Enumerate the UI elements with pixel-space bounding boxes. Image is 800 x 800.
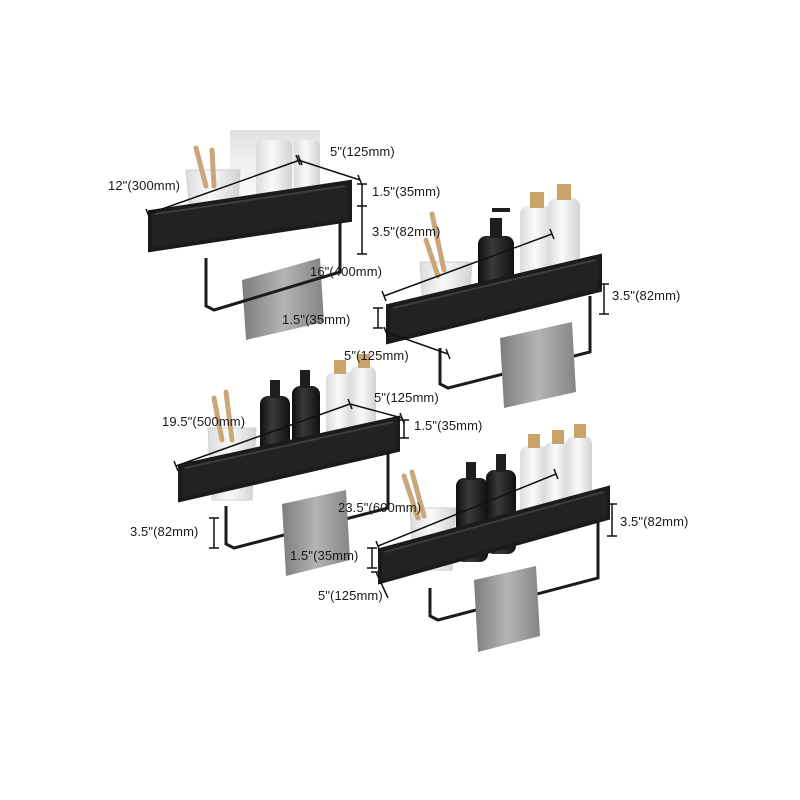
- bar-drop-label: 3.5"(82mm): [130, 524, 199, 539]
- depth-label: 5"(125mm): [344, 348, 409, 363]
- shelf-12in: [148, 130, 352, 340]
- length-label: 23.5"(600mm): [338, 500, 422, 515]
- lip-height-label: 1.5"(35mm): [290, 548, 359, 563]
- bar-drop-label: 3.5"(82mm): [372, 224, 441, 239]
- lip-height-label: 1.5"(35mm): [372, 184, 441, 199]
- shelf-16in: [386, 184, 602, 408]
- towel: [282, 490, 350, 576]
- shelf-19-5in: [178, 354, 400, 576]
- dimension-lines: [145, 154, 617, 599]
- towel: [500, 322, 576, 408]
- bar-drop-label: 3.5"(82mm): [612, 288, 681, 303]
- towel: [242, 258, 324, 340]
- length-label: 16"(400mm): [310, 264, 383, 279]
- depth-label: 5"(125mm): [330, 144, 395, 159]
- shelf-frame: [178, 415, 400, 550]
- length-label: 12"(300mm): [108, 178, 181, 193]
- shelf-23-5in: [378, 424, 610, 652]
- shelf-frame: [148, 179, 352, 312]
- lip-height-label: 1.5"(35mm): [414, 418, 483, 433]
- bar-drop-label: 3.5"(82mm): [620, 514, 689, 529]
- depth-label: 5"(125mm): [318, 588, 383, 603]
- depth-label: 5"(125mm): [374, 390, 439, 405]
- towel: [474, 566, 540, 652]
- length-label: 19.5"(500mm): [162, 414, 246, 429]
- shelf-frame: [386, 253, 602, 390]
- lip-height-label: 1.5"(35mm): [282, 312, 351, 327]
